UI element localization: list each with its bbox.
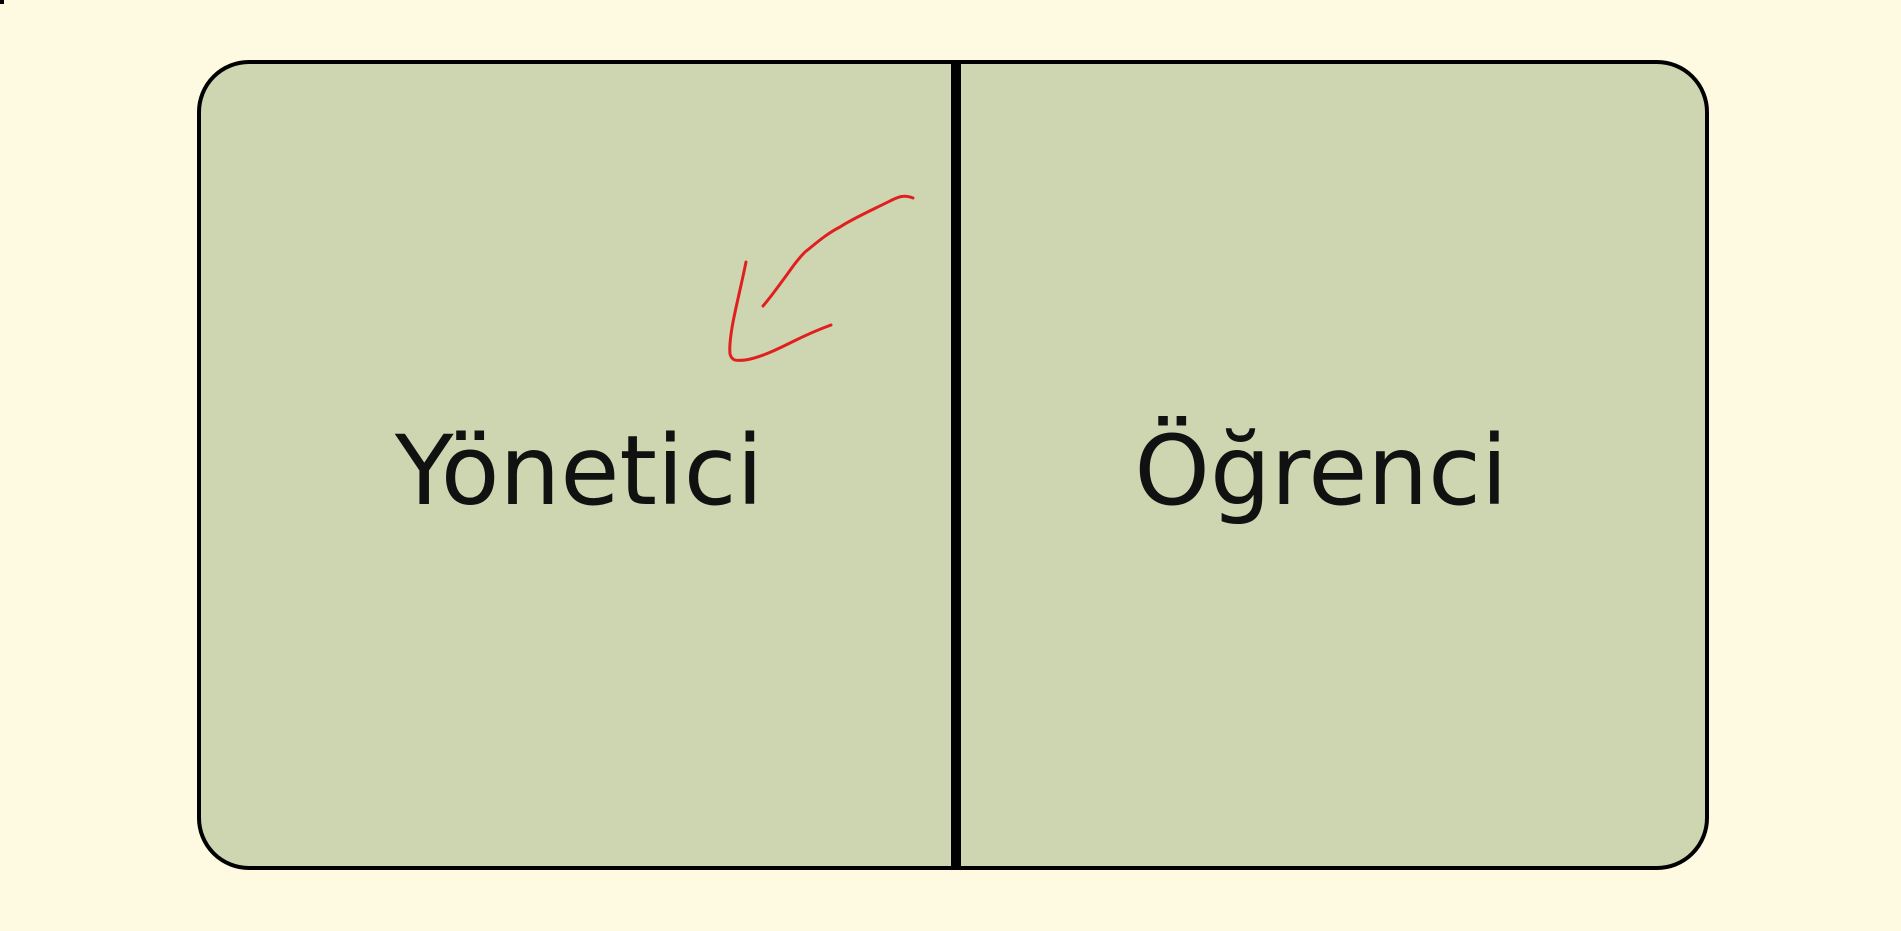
panel-divider [951, 64, 961, 866]
role-selector-panel: Yönetici Öğrenci [197, 60, 1709, 870]
student-role-button[interactable]: Öğrenci [961, 64, 1705, 866]
corner-mark [0, 0, 4, 4]
admin-role-label: Yönetici [394, 415, 764, 527]
admin-role-button[interactable]: Yönetici [201, 64, 951, 866]
student-role-label: Öğrenci [1134, 415, 1508, 527]
